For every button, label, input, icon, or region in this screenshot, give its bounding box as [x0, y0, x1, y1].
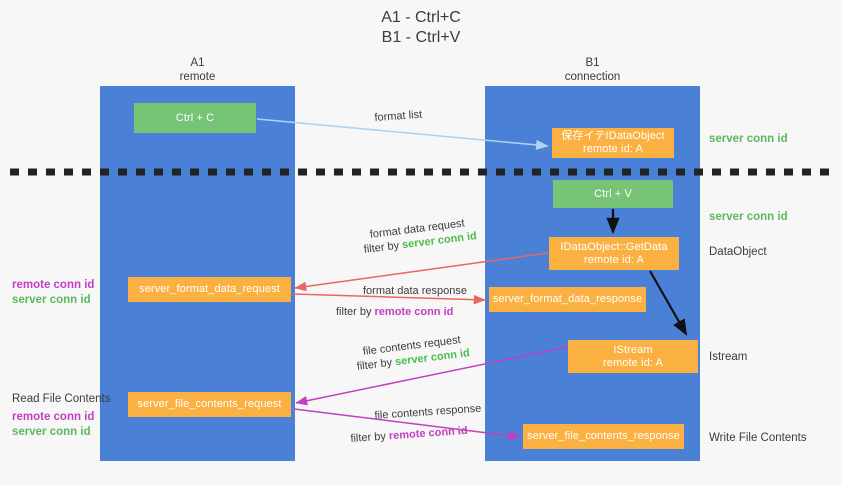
column-b1-name: B1	[585, 57, 600, 69]
node-idataobject-remote-id: remote id: A	[583, 143, 643, 155]
node-server-format-data-request[interactable]: server_format_data_request	[128, 277, 291, 302]
caption-format-data-response-filter: filter by remote conn id	[336, 305, 453, 320]
caption-filter-prefix: filter by	[350, 430, 390, 445]
caption-file-contents-response: file contents response	[374, 402, 482, 424]
node-server-file-contents-response[interactable]: server_file_contents_response	[523, 424, 684, 449]
caption-format-list: format list	[374, 108, 423, 126]
column-a1-name: A1	[190, 57, 205, 69]
label-read-file-contents: Read File Contents	[12, 393, 111, 405]
label-remote-conn-id-lower: remote conn id	[12, 411, 95, 423]
node-ctrl-v-label: Ctrl + V	[594, 187, 632, 200]
diagram-title: A1 - Ctrl+C B1 - Ctrl+V	[0, 8, 842, 48]
node-ctrl-c[interactable]: Ctrl + C	[134, 103, 256, 133]
title-line-a1: A1 - Ctrl+C	[381, 9, 461, 26]
node-getdata-title: IDataObject::GetData	[560, 240, 668, 253]
caption-filter-value-remote-conn-id: remote conn id	[374, 306, 454, 318]
node-istream-title: IStream	[613, 343, 653, 356]
node-server-file-contents-response-label: server_file_contents_response	[527, 430, 680, 442]
caption-format-data-response: format data response	[363, 284, 467, 299]
node-ctrl-c-label: Ctrl + C	[175, 111, 215, 124]
caption-format-data-response-text: format data response	[363, 285, 467, 297]
caption-filter-value-remote-conn-id: remote conn id	[388, 424, 468, 443]
node-getdata-remote-id: remote id: A	[584, 253, 644, 266]
column-b1-role: connection	[564, 71, 621, 83]
column-a1-role: remote	[179, 71, 216, 83]
column-header-a1: A1 remote	[100, 56, 295, 84]
column-header-b1: B1 connection	[485, 56, 700, 84]
caption-filter-prefix: filter by	[363, 239, 403, 256]
node-server-file-contents-request-label: server_file_contents_request	[137, 398, 282, 410]
node-server-format-data-response-label: server_format_data_response	[492, 293, 643, 305]
label-write-file-contents: Write File Contents	[709, 432, 807, 444]
label-group-conn-ids-upper: remote conn id server conn id	[12, 278, 98, 308]
node-ctrl-v[interactable]: Ctrl + V	[553, 180, 673, 208]
label-server-conn-id-top: server conn id	[709, 133, 788, 145]
label-istream: Istream	[709, 351, 748, 363]
node-server-file-contents-request[interactable]: server_file_contents_request	[128, 392, 291, 417]
caption-format-list-text: format list	[374, 108, 423, 124]
caption-file-contents-response-text: file contents response	[374, 402, 482, 422]
title-line-b1: B1 - Ctrl+V	[381, 29, 461, 46]
label-server-conn-id-mid: server conn id	[709, 211, 788, 223]
node-server-format-data-request-label: server_format_data_request	[139, 283, 280, 295]
node-istream[interactable]: IStream remote id: A	[568, 340, 698, 373]
node-istream-remote-id: remote id: A	[603, 356, 663, 369]
node-idataobject-title: 保存イテIDataObject	[561, 130, 665, 142]
caption-filter-prefix: filter by	[356, 356, 396, 373]
label-remote-conn-id-upper: remote conn id	[12, 279, 95, 291]
node-idataobject[interactable]: 保存イテIDataObject remote id: A	[552, 128, 674, 158]
label-dataobject: DataObject	[709, 246, 767, 258]
node-idataobject-getdata[interactable]: IDataObject::GetData remote id: A	[549, 237, 679, 270]
label-server-conn-id-lower: server conn id	[12, 426, 91, 438]
node-server-format-data-response[interactable]: server_format_data_response	[489, 287, 646, 312]
label-group-conn-ids-lower: remote conn id server conn id	[12, 410, 98, 440]
caption-filter-prefix: filter by	[336, 306, 375, 318]
caption-file-contents-response-filter: filter by remote conn id	[350, 424, 468, 447]
label-server-conn-id-upper: server conn id	[12, 294, 91, 306]
